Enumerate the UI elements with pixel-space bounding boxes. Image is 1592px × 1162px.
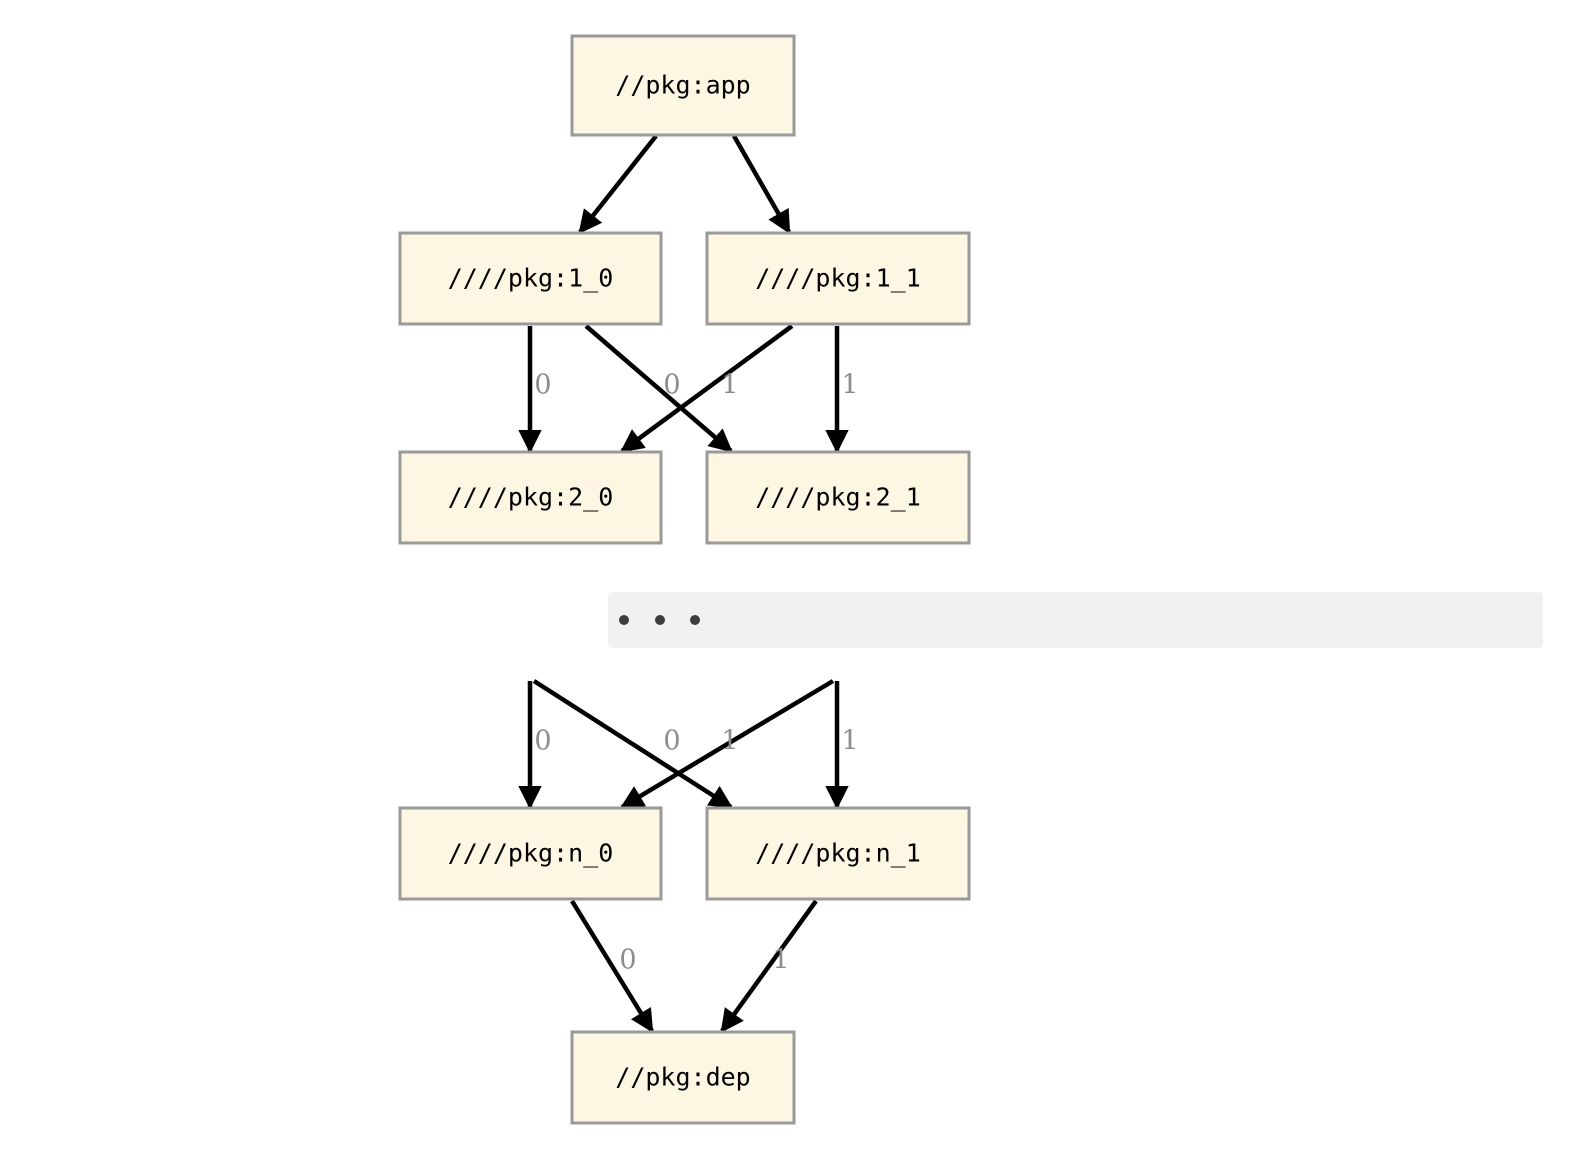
graph-node-n2_0[interactable]: ////pkg:2_0 — [398, 450, 663, 545]
node-label: //pkg:app — [615, 71, 750, 100]
graph-node-app[interactable]: //pkg:app — [570, 34, 796, 137]
node-label: ////pkg:n_0 — [448, 839, 614, 868]
edge-label: 0 — [663, 370, 680, 401]
graph-edge — [570, 899, 654, 1033]
edge-label: 0 — [619, 945, 636, 976]
graph-edge — [620, 324, 794, 453]
edge-label: 0 — [534, 726, 551, 757]
node-box[interactable] — [705, 806, 971, 901]
node-box[interactable] — [398, 231, 663, 326]
graph-node-n1_0[interactable]: ////pkg:1_0 — [398, 231, 663, 326]
elided-levels-band-layer — [608, 592, 1543, 648]
graph-node-dep[interactable]: //pkg:dep — [570, 1030, 796, 1125]
edges-layer — [518, 134, 849, 1033]
ellipsis-dot — [690, 615, 700, 625]
edge-label: 1 — [721, 726, 738, 757]
graph-edge — [578, 134, 658, 234]
edge-label: 1 — [721, 370, 738, 401]
node-label: //pkg:dep — [615, 1063, 750, 1092]
node-label: ////pkg:2_1 — [755, 483, 921, 512]
graph-edge — [532, 679, 733, 809]
node-box[interactable] — [398, 806, 663, 901]
graph-node-nn_1[interactable]: ////pkg:n_1 — [705, 806, 971, 901]
edge-label: 1 — [841, 726, 858, 757]
edge-labels-layer: 0 0 1 1 0 0 1 1 0 1 — [534, 370, 858, 976]
graph-edge — [584, 324, 733, 453]
nodes-layer: //pkg:app ////pkg:1_0 ////pkg:1_1 ////pkg:2… — [398, 34, 971, 1125]
graph-edge — [720, 899, 818, 1033]
graph-edge — [732, 134, 791, 235]
node-box[interactable] — [705, 450, 971, 545]
graph-edge — [619, 679, 835, 809]
node-label: ////pkg:1_1 — [755, 264, 921, 293]
graph-node-n2_1[interactable]: ////pkg:2_1 — [705, 450, 971, 545]
edge-label: 0 — [534, 370, 551, 401]
node-label: ////pkg:1_0 — [448, 264, 614, 293]
edge-label: 0 — [663, 726, 680, 757]
node-box[interactable] — [705, 231, 971, 326]
edge-label: 1 — [772, 945, 789, 976]
node-box[interactable] — [570, 34, 796, 137]
graph-node-n1_1[interactable]: ////pkg:1_1 — [705, 231, 971, 326]
node-label: ////pkg:n_1 — [755, 839, 921, 868]
edge-label: 1 — [841, 370, 858, 401]
node-box[interactable] — [398, 450, 663, 545]
node-box[interactable] — [570, 1030, 796, 1125]
graph-node-nn_0[interactable]: ////pkg:n_0 — [398, 806, 663, 901]
ellipsis-dot — [619, 615, 629, 625]
node-label: ////pkg:2_0 — [448, 483, 614, 512]
ellipsis-dot — [655, 615, 665, 625]
elided-levels-band — [608, 592, 1543, 648]
